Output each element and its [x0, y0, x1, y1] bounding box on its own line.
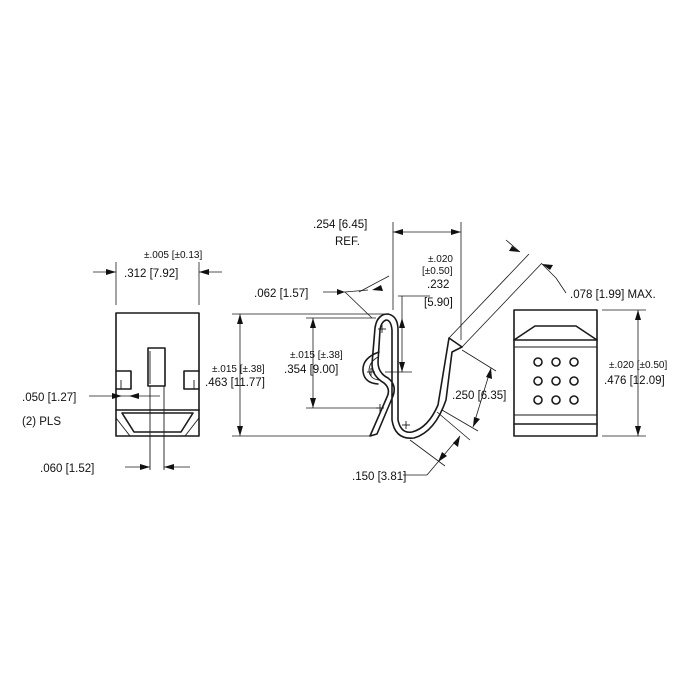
right-height-tolerance: ±.020 [±0.50] [609, 360, 667, 371]
height-dimension-inner [306, 317, 378, 409]
dimension-232 [385, 295, 430, 373]
dim-150-label: .150 [3.81] [352, 471, 406, 483]
height-dimension-right [602, 309, 646, 437]
inner-height-label: .354 [9.00] [284, 364, 338, 376]
dimension-250 [441, 349, 497, 432]
width-dimension [93, 262, 222, 305]
width-tolerance-label: ±.005 [±0.13] [144, 250, 202, 261]
tab-quantity-label: (2) PLS [22, 416, 61, 428]
gap-dimension [125, 464, 190, 470]
thickness-label: .062 [1.57] [254, 288, 308, 300]
tol-050-label: [±0.50] [422, 266, 453, 277]
tol-020-label: ±.020 [428, 254, 453, 265]
max-thickness-dimension [448, 239, 567, 348]
dim-590-label: [5.90] [424, 297, 453, 309]
width-label: .312 [7.92] [124, 268, 178, 280]
max-thickness-label: .078 [1.99] MAX. [570, 289, 656, 301]
height-dimension-outer [232, 313, 385, 437]
outer-height-label: .463 [11.77] [205, 377, 265, 389]
outer-height-tolerance: ±.015 [±.38] [212, 364, 265, 375]
ref-label: REF. [335, 236, 360, 248]
right-height-label: .476 [12.09] [604, 375, 665, 387]
dim-232-label: .232 [427, 279, 449, 291]
gap-label: .060 [1.52] [40, 463, 94, 475]
thickness-dimension [323, 275, 390, 319]
inner-height-tolerance: ±.015 [±.38] [290, 350, 343, 361]
tab-dimension [89, 393, 160, 399]
dim-250-label: .250 [6.35] [452, 390, 506, 402]
rear-view [513, 309, 598, 437]
dimension-150 [403, 411, 471, 476]
front-view [115, 312, 200, 470]
ref-dimension-label: .254 [6.45] [313, 219, 367, 231]
tab-label: .050 [1.27] [22, 392, 76, 404]
dimple-grid [533, 357, 579, 405]
ref-dimension [392, 222, 462, 340]
side-view-clip-profile [362, 313, 463, 439]
